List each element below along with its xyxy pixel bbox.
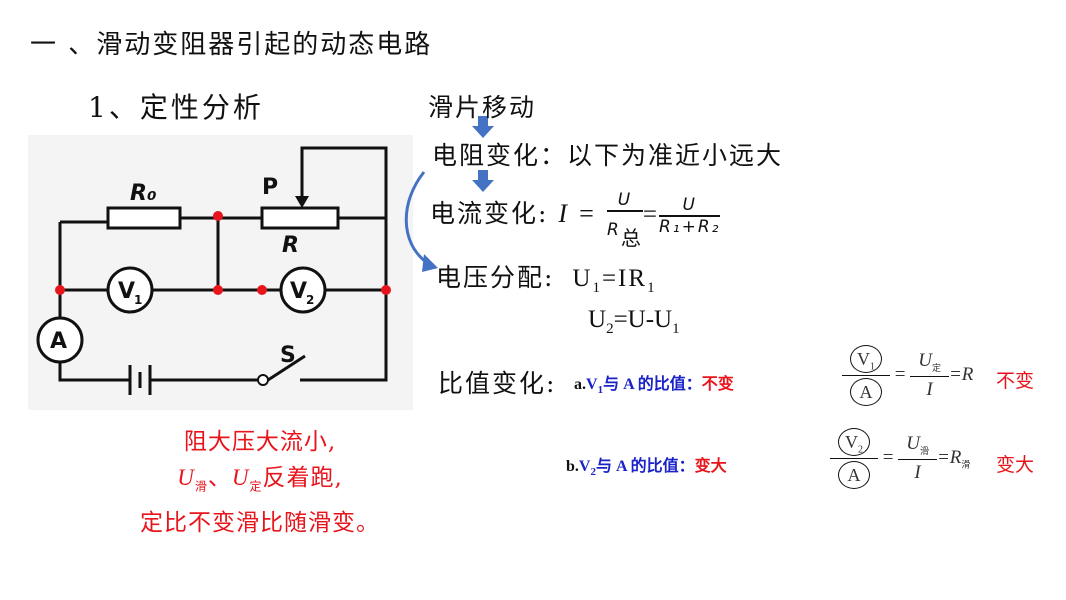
label-s: S [280,343,296,368]
label-v2: V [290,279,307,304]
section-subtitle: 1、定性分析 [88,91,264,124]
curved-arrow-icon [404,171,427,264]
ratio-a-result: 不变 [996,370,1035,392]
ammeter-a [36,316,84,364]
switch-pivot [257,374,269,386]
slider-arrow-icon[interactable] [295,196,309,208]
rheostat-r[interactable] [260,206,340,230]
ratio-a-text: a.V1与 A 的比值：不变 [574,376,734,397]
svg-text:2: 2 [306,293,314,307]
step-resistance: 电阻变化：以下为准近小远大 [432,141,784,170]
voltmeter-v1 [106,266,154,314]
formula-u2: U2=U-U1 [588,306,680,337]
label-a: A [50,329,67,354]
circuit-diagram: R₀ P R V 1 V 2 A S [28,135,413,410]
mnemonic: 阻大压大流小, U滑、U定反着跑, 定比不变滑比随滑变。 [140,429,380,536]
slide-title: 一 、滑动变阻器引起的动态电路 [30,30,433,60]
svg-text:1: 1 [134,293,142,307]
voltmeter-v2 [279,266,327,314]
resistor-r0 [106,206,182,230]
flow-arrows [404,116,494,272]
down-arrow-icon [472,116,494,192]
label-r0: R₀ [130,181,157,206]
formula-u1: U1=IR1 [572,265,657,296]
ratio-b-text: b.V2与 A 的比值：变大 [566,458,727,479]
junction-dots [55,211,391,295]
step-voltage: 电压分配: U1=IR1 [436,263,657,296]
ratio-b-result: 变大 [996,454,1035,476]
label-p: P [262,175,278,200]
step-ratio: 比值变化: [438,369,557,398]
label-r: R [282,233,299,258]
step-slide-move: 滑片移动 [428,93,537,122]
label-v1: V [118,279,135,304]
